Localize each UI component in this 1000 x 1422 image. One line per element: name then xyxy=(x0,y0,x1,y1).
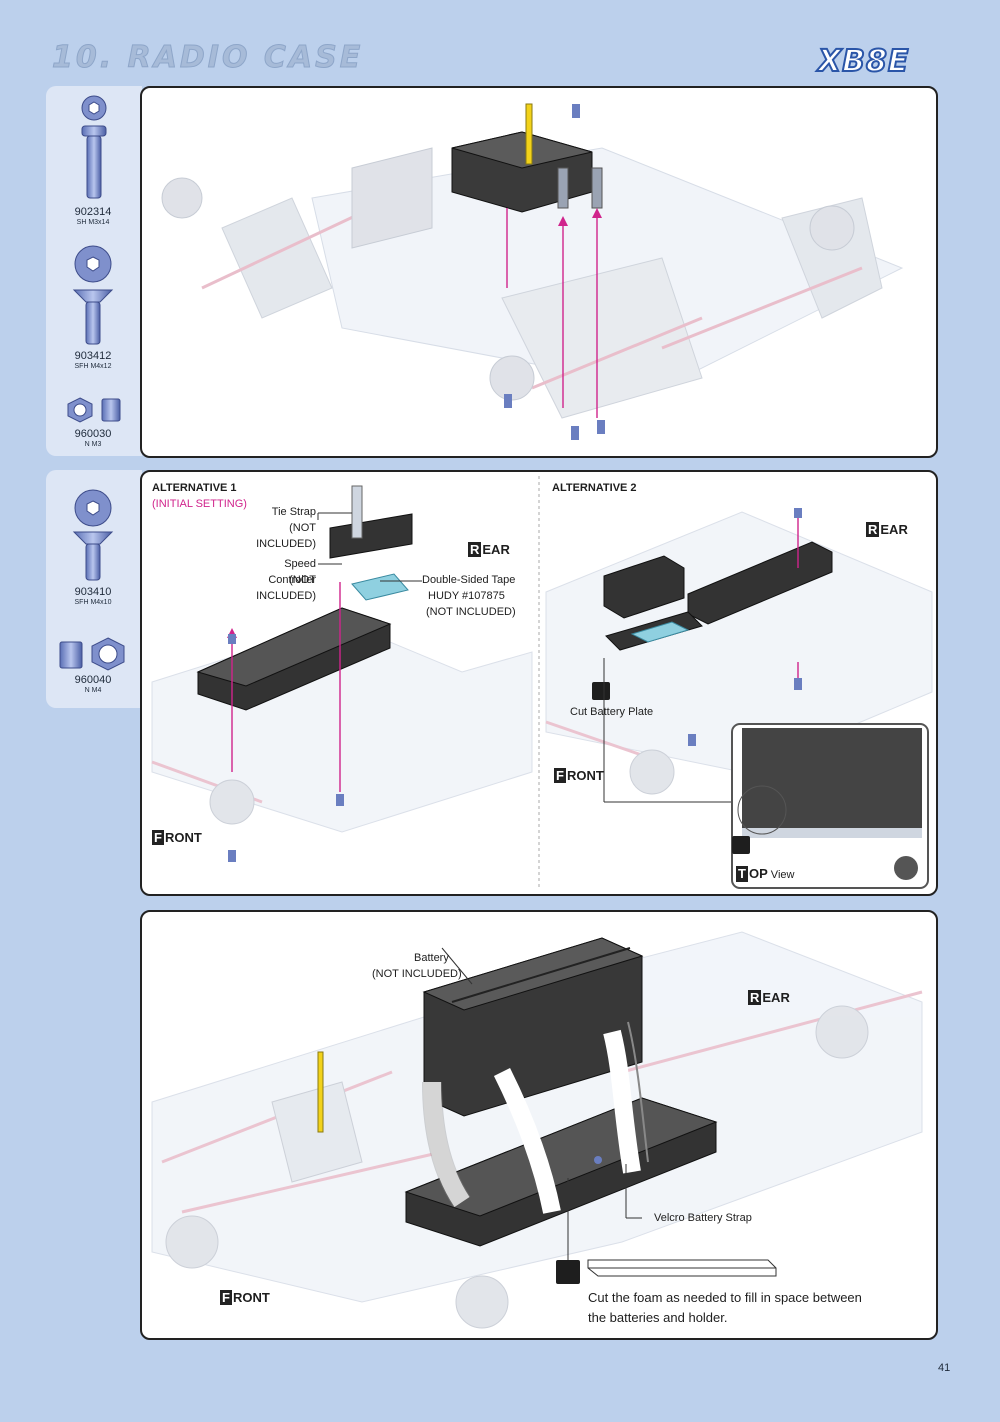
alt1-title: ALTERNATIVE 1 xyxy=(152,482,237,494)
page-number: 41 xyxy=(938,1362,951,1374)
battery-note: (NOT INCLUDED) xyxy=(372,968,462,980)
radio-case-assembly-diagram xyxy=(161,103,904,440)
tape-note: (NOT INCLUDED) xyxy=(426,606,516,618)
tape-ref: HUDY #107875 xyxy=(428,590,505,602)
flat-head-screw-icon xyxy=(72,245,114,345)
section-title: 10. RADIO CASE xyxy=(51,40,364,76)
speed-controller-note: (NOT INCLUDED) xyxy=(256,574,316,602)
part-960040: 960040 N M4 xyxy=(74,674,112,694)
alt2-title: ALTERNATIVE 2 xyxy=(552,482,637,494)
step3-panel: Battery (NOT INCLUDED) Velcro Battery St… xyxy=(140,910,938,1340)
part-903412: 903412 SFH M4x12 xyxy=(74,350,112,370)
brand-logo: XB8E xyxy=(817,43,910,80)
nut-icon xyxy=(67,397,121,423)
socket-head-screw-icon xyxy=(81,95,107,199)
battery-label: Battery xyxy=(414,952,449,964)
tie-strap-note: (NOT INCLUDED) xyxy=(256,522,316,550)
part-903410: 903410 SFH M4x10 xyxy=(74,586,112,606)
battery-holder-diagram xyxy=(151,476,933,890)
nut-icon xyxy=(59,637,125,671)
cut-battery-plate-label: Cut Battery Plate xyxy=(570,706,654,718)
flat-head-screw-icon xyxy=(72,489,114,581)
part-902314: 902314 SH M3x14 xyxy=(74,206,112,226)
alt1-subtitle: (INITIAL SETTING) xyxy=(152,498,247,510)
step2-panel: ALTERNATIVE 1 (INITIAL SETTING) Tie Stra… xyxy=(140,470,938,896)
tie-strap-label: Tie Strap xyxy=(271,506,316,518)
velcro-strap-label: Velcro Battery Strap xyxy=(654,1212,752,1224)
step1-panel xyxy=(140,86,938,458)
tape-label: Double-Sided Tape xyxy=(422,574,516,586)
battery-install-diagram xyxy=(151,931,923,1329)
speed-controller-label: Speed Controller xyxy=(268,558,316,586)
part-960030: 960030 N M3 xyxy=(74,428,112,448)
foam-instruction: Cut the foam as needed to fill in space … xyxy=(588,1290,862,1325)
